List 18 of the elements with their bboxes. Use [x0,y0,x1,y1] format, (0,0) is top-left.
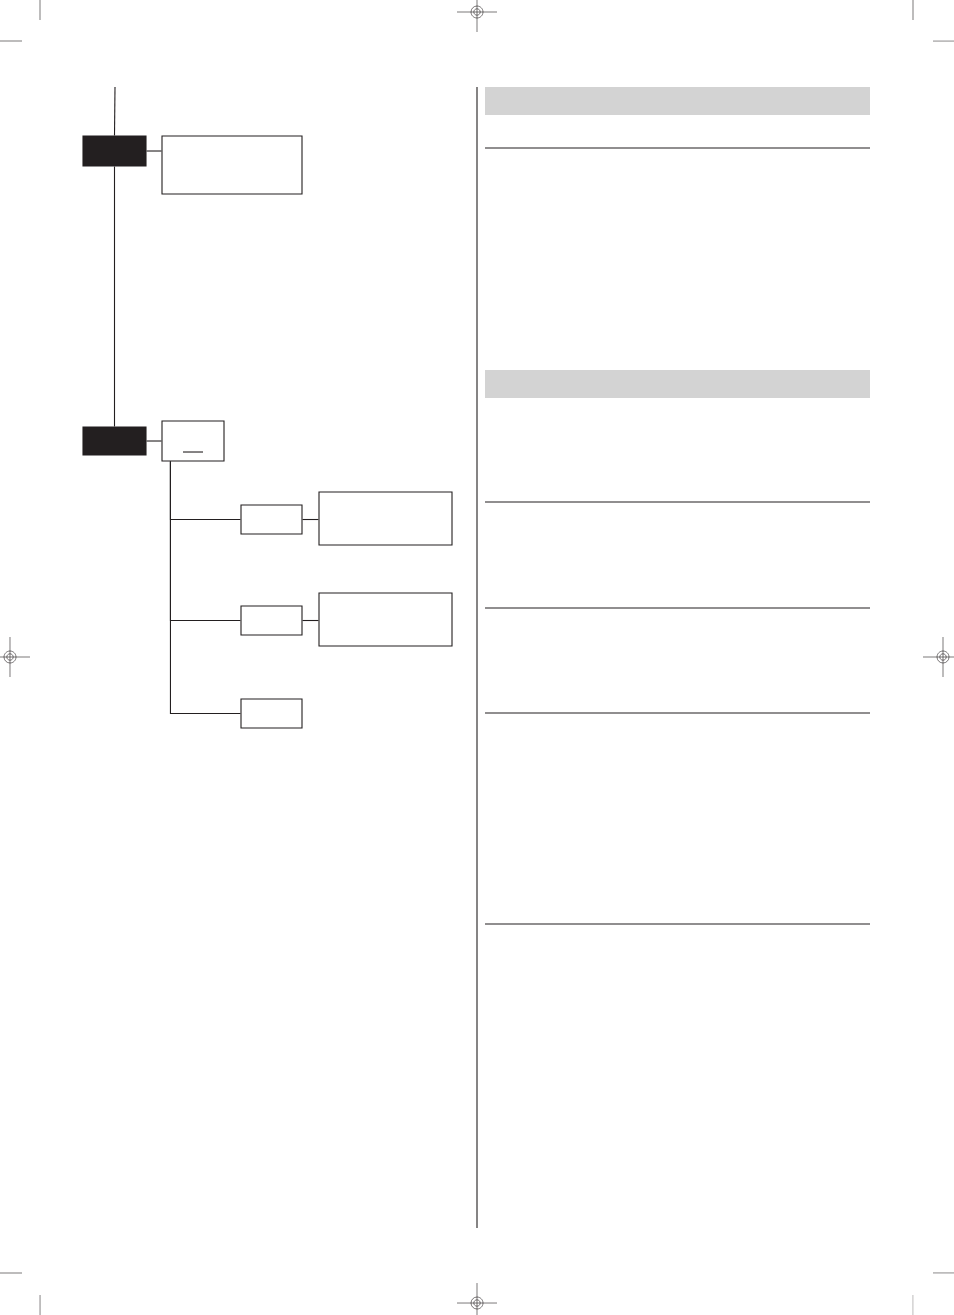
connector-line [302,619,319,622]
connector-line [169,461,241,715]
outline-box [318,491,453,546]
shaded-band [485,370,870,398]
outline-box [161,420,225,462]
filled-box [82,426,147,456]
connector-line [302,518,319,521]
connector-line [146,440,162,442]
connector-line [113,166,116,427]
connector-line [113,86,116,136]
shaded-band [485,87,870,115]
outline-box [318,592,453,647]
filled-box [82,135,147,167]
outline-box [240,605,303,636]
outline-box [161,135,303,195]
outline-box [240,698,303,729]
outline-box [240,504,303,535]
connector-line [146,150,162,152]
